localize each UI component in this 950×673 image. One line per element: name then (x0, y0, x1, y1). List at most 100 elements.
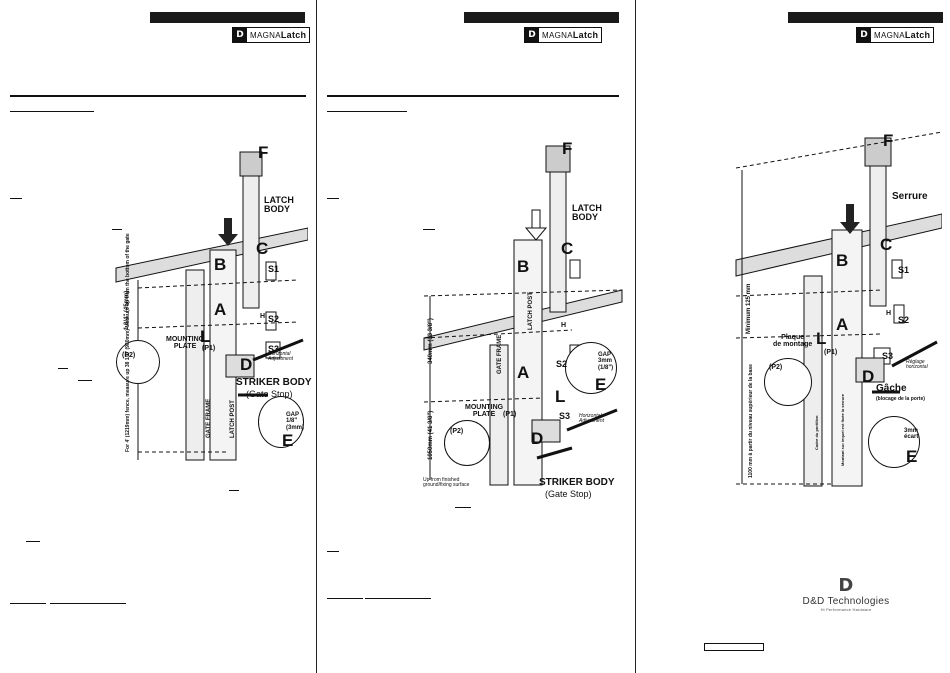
label-gate-frame: GATE FRAME (206, 398, 212, 438)
panel-1-english: D MAGNALatch F (0, 0, 316, 673)
section-rule (327, 95, 619, 97)
label-mounting-plate: MOUNTING PLATE (465, 404, 504, 419)
label-striker-body: STRIKER BODY (236, 377, 312, 388)
gap-inset (565, 342, 617, 394)
label-d: D (862, 367, 875, 386)
label-e: E (906, 447, 918, 466)
label-cadre: Cadre du portillon (814, 415, 819, 450)
label-e: E (595, 375, 607, 394)
label-s3: S3 (268, 344, 280, 354)
installation-diagram-2 (423, 145, 623, 486)
label-p1: (P1) (824, 349, 838, 356)
label-latch-post: LATCH POST (528, 292, 534, 330)
gap-inset (258, 396, 304, 448)
footer-underline (10, 603, 46, 604)
label-f: F (883, 131, 894, 150)
installation-diagram-1 (115, 151, 308, 461)
label-serrure: Serrure (892, 191, 928, 202)
label-s3: S3 (882, 351, 894, 361)
installation-diagram-3 (735, 131, 942, 487)
dd-logo-icon: D (857, 28, 871, 42)
label-c: C (880, 235, 893, 254)
label-p1: (P1) (202, 345, 216, 352)
label-f: F (562, 139, 573, 158)
label-l: L (816, 329, 827, 348)
label-a: A (214, 300, 227, 319)
label-l: L (200, 327, 211, 346)
label-b: B (517, 257, 530, 276)
label-striker-body: STRIKER BODY (539, 477, 615, 488)
label-s3: S3 (559, 411, 571, 421)
label-h: H (260, 313, 266, 320)
label-blocage: (blocage de la porte) (876, 396, 925, 402)
label-s2: S2 (556, 359, 568, 369)
label-c: C (561, 239, 574, 258)
mounting-plate-inset (116, 340, 160, 384)
dd-logo-icon: D (525, 28, 539, 42)
label-horizontal-adjustment: Horizontal Adjustment (579, 413, 605, 425)
magnalatch-logo: D MAGNALatch (524, 27, 603, 43)
section-rule (10, 95, 306, 97)
label-a: A (836, 315, 849, 334)
label-dim-low: 1050mm (41 3/8") (428, 410, 434, 460)
mounting-plate-inset (444, 420, 490, 466)
label-latch-post: LATCH POST (230, 400, 236, 438)
label-d: D (531, 429, 544, 448)
label-latch-body: LATCH BODY (264, 195, 294, 215)
label-horizontal-adjustment: Horizontal Adjustment (268, 351, 294, 363)
label-s2: S2 (268, 314, 280, 324)
footer-underline (327, 598, 363, 599)
label-gap: GAP 1/8" (3mm) (286, 412, 305, 431)
heading-underline (10, 111, 94, 112)
dd-logo-icon: D (233, 28, 247, 42)
label-p2: (P2) (122, 352, 136, 359)
label-gache: Gâche (876, 383, 907, 394)
header-bar (150, 12, 305, 23)
column-divider-1 (316, 0, 317, 673)
header-bar (464, 12, 619, 23)
magnalatch-logo: D MAGNALatch (856, 27, 935, 43)
label-latch-body: LATCH BODY (572, 203, 602, 223)
label-mounting-plate: MOUNTING PLATE (166, 336, 205, 351)
panel-3-french: D MAGNALatch F Serrure B C A L D E S1 S2… (636, 0, 950, 673)
label-p1: (P1) (503, 411, 517, 418)
label-dim-mid: 340mm (13 3/8") (428, 318, 434, 364)
label-l: L (555, 387, 566, 406)
company-name: D&D Technologies (802, 596, 890, 607)
magnalatch-logo: D MAGNALatch (232, 27, 311, 43)
label-ecart: 3mm écart (904, 428, 919, 441)
label-d: D (240, 355, 253, 374)
label-montant: Montant sur lequel est fixée la serrure (840, 393, 845, 466)
label-gate-frame: GATE FRAME (497, 334, 503, 374)
mounting-plate-inset (764, 358, 812, 406)
label-b: B (836, 251, 849, 270)
label-h: H (886, 310, 892, 317)
label-minimum: Minimum 125 mm (746, 283, 752, 334)
label-b: B (214, 255, 227, 274)
label-a: A (517, 363, 530, 382)
gap-inset (868, 416, 920, 468)
label-gate-stop: (Gate Stop) (545, 489, 592, 499)
label-s2: S2 (898, 315, 910, 325)
header-bar (788, 12, 943, 23)
label-reglage: Réglage horizontal (906, 359, 928, 371)
label-s1: S1 (268, 264, 280, 274)
heading-underline (327, 111, 407, 112)
label-s1: S1 (898, 265, 910, 275)
company-tagline: Hi Performance Hardware (820, 607, 872, 612)
label-p2: (P2) (769, 364, 783, 371)
label-plaque: Plaque de montage (773, 334, 813, 349)
label-f: F (258, 143, 269, 162)
label-floor-note: Up from finished ground/fixing surface (423, 477, 470, 489)
label-h: H (561, 322, 567, 329)
label-gap: GAP 3mm (1/8") (598, 352, 614, 371)
panel-2-english-metric: D MAGNALatch F LATCH BODY B C A L D E S2… (317, 0, 635, 673)
label-dim-side: 1100 mm à partir du niveau supérieur de … (748, 364, 754, 478)
label-gate-stop: (Gate Stop) (246, 389, 293, 399)
footer-box (704, 643, 764, 651)
label-p2: (P2) (450, 428, 464, 435)
company-logo-block: D D&D Technologies Hi Performance Hardwa… (796, 575, 896, 612)
label-dim-side: For 4' (1219mm) fence, measure up 38 1/2… (125, 233, 131, 452)
label-c: C (256, 239, 269, 258)
dd-company-icon: D (838, 575, 854, 596)
